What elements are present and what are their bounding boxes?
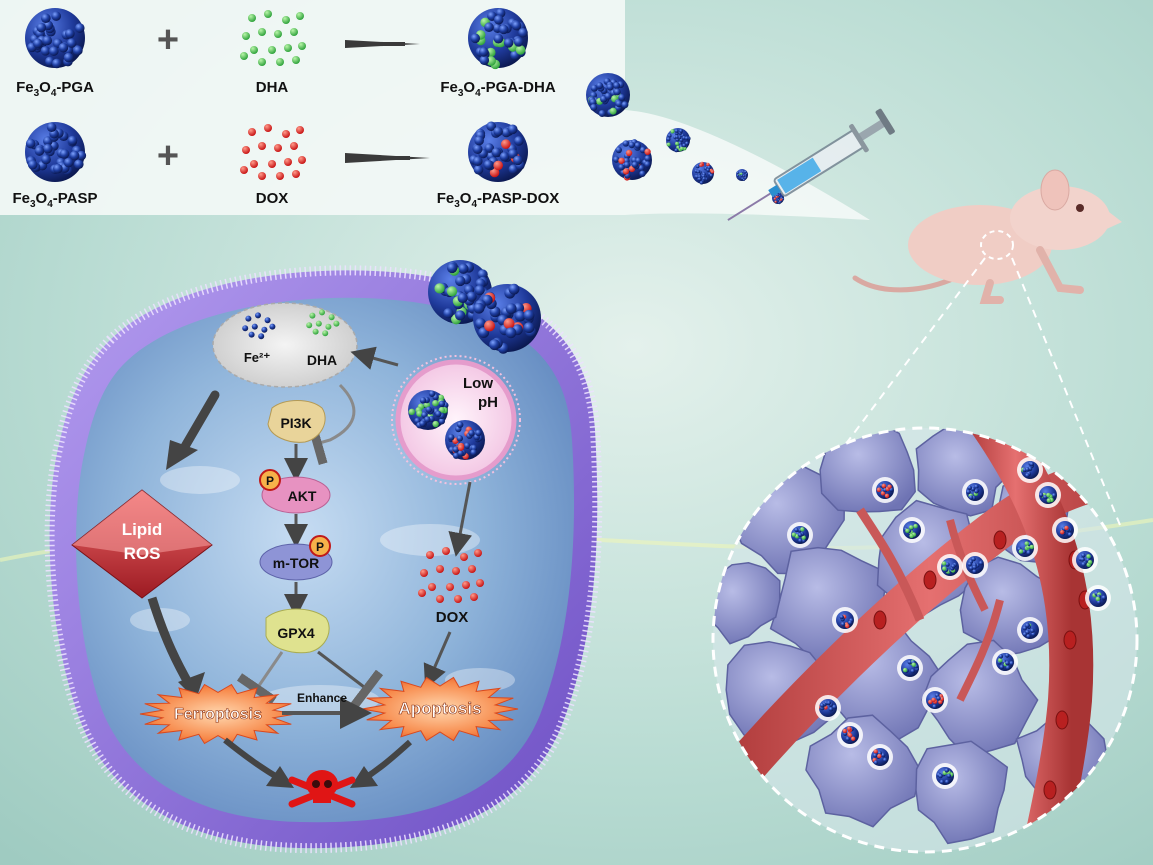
dha-molecules [240,10,306,66]
label-enhance: Enhance [297,691,347,705]
label-fe3o4-pga-dha: Fe3O4-PGA-DHA [440,79,555,99]
released-dox [418,547,484,603]
syringe-icon [727,108,895,221]
akt-node: AKT P [259,469,331,514]
mtor-node: m-TOR P [259,535,333,581]
label-ph: pH [478,394,498,411]
phospho-akt: P [266,474,274,488]
arrow-endosome-to-dox [448,481,473,557]
label-akt: AKT [288,488,317,504]
label-fe3o4-pasp: Fe3O4-PASP [12,190,97,210]
flow-np-4 [692,161,715,185]
label-fe3o4-pga: Fe3O4-PGA [16,79,94,99]
tumor-zoom-view [711,426,1139,854]
flow-np-5 [736,169,748,181]
synthesis-panel [0,0,870,220]
gpx4-node: GPX4 [265,608,330,654]
apoptosis-node: Apoptosis [361,676,519,742]
mouse-icon [852,169,1122,304]
label-low: Low [463,375,493,392]
dox-molecules [240,124,306,180]
label-dha: DHA [256,79,289,96]
released-drug-vesicle: Fe²⁺ DHA [212,302,358,388]
label-ferroptosis: Ferroptosis [174,706,262,723]
label-cell-dox: DOX [436,609,469,626]
label-ros: ROS [124,544,161,563]
pi3k-node: PI3K [267,400,326,443]
endosome-low-ph: Low pH [391,355,521,485]
membrane-np-dox [473,283,541,354]
carrier-pasp-nanoparticle [25,122,87,182]
label-gpx4: GPX4 [277,625,315,641]
label-mtor: m-TOR [273,555,319,571]
ferroptosis-node: Ferroptosis [139,683,297,745]
pga-dha-nanoparticle [468,8,528,70]
label-pi3k: PI3K [280,415,311,431]
label-apoptosis: Apoptosis [398,699,481,718]
flow-np-1 [586,73,630,117]
label-vesicle-dha: DHA [307,352,337,368]
plus-sign-2: + [157,135,179,177]
inhibit-gpx4-ferroptosis [236,651,284,705]
inhibit-gpx4-apoptosis [317,650,384,709]
skull-icon [288,770,356,808]
label-lipid: Lipid [122,520,163,539]
pasp-dox-nanoparticle [468,121,528,182]
label-dox: DOX [256,190,289,207]
label-fe3o4-pasp-dox: Fe3O4-PASP-DOX [437,190,560,210]
phospho-mtor: P [316,540,324,554]
lipid-ros-node: Lipid ROS [71,489,213,599]
arrow-endosome-to-vesicle [350,346,399,370]
carrier-pga-nanoparticle [25,8,85,69]
label-fe2plus: Fe²⁺ [244,350,271,365]
flow-np-3 [666,128,691,153]
inhibit-dha-pi3k [307,383,356,466]
plus-sign-1: + [157,19,179,61]
flow-np-2 [612,139,652,181]
